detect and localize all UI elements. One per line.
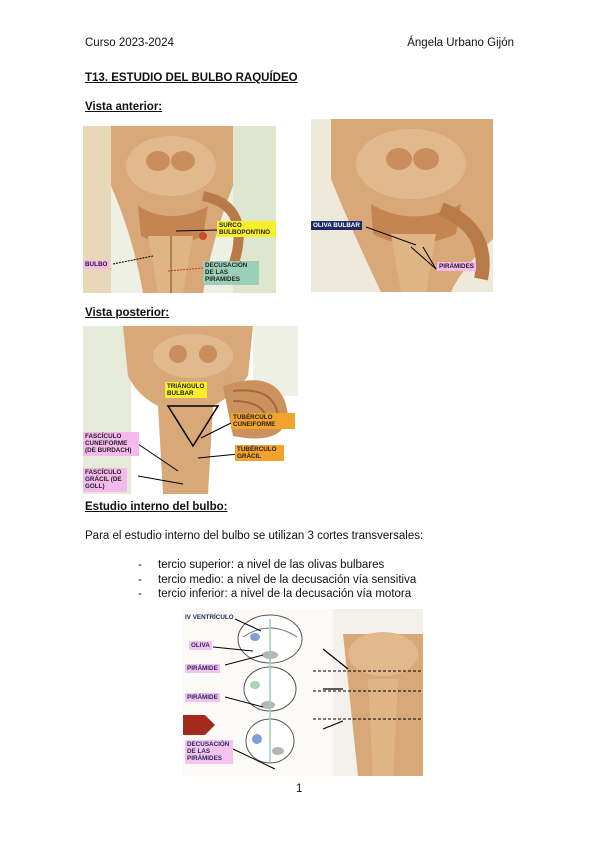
label-tuberculo-gracil: TUBÉRCULO GRÁCIL xyxy=(235,445,284,462)
bullet-text: tercio inferior: a nivel de la decusació… xyxy=(158,588,412,600)
figure-anterior-left: SURCO BULBOPONTINO BULBO DECUSACIÓN DE L… xyxy=(83,126,276,293)
document-title: T13. ESTUDIO DEL BULBO RAQUÍDEO xyxy=(85,72,298,84)
list-item: - tercio inferior: a nivel de la decusaci… xyxy=(138,587,416,602)
figure-posterior: TRIÁNGULO BULBAR TUBÉRCULO CUNEIFORME FA… xyxy=(83,326,298,494)
section-estudio-interno: Estudio interno del bulbo: xyxy=(85,501,228,513)
label-iv-ventriculo: IV VENTRÍCULO xyxy=(185,614,234,621)
bullet-text: tercio superior: a nivel de las olivas b… xyxy=(158,559,385,571)
cross-sections-illustration xyxy=(183,609,423,776)
brainstem-anterior-illustration xyxy=(83,126,276,293)
brainstem-olive-illustration xyxy=(311,119,493,292)
section-vista-posterior: Vista posterior: xyxy=(85,307,170,319)
list-item: - tercio superior: a nivel de las olivas … xyxy=(138,558,416,573)
bullet-marker: - xyxy=(138,559,142,571)
label-decusacion-piramides: DECUSACIÓN DE LAS PIRAMIDES xyxy=(203,261,259,285)
label-surco-bulbopontino: SURCO BULBOPONTINO xyxy=(217,221,276,238)
label-piramides: PIRÁMIDES xyxy=(437,262,476,272)
label-piramide-1: PIRÁMIDE xyxy=(185,664,220,674)
label-fasciculo-cuneiforme: FASCÍCULO CUNEIFORME (DE BURDACH) xyxy=(83,432,139,456)
figure-anterior-right: OLIVA BULBAR PIRÁMIDES xyxy=(311,119,493,292)
bullet-marker: - xyxy=(138,573,142,586)
label-tuberculo-cuneiforme: TUBÉRCULO CUNEIFORME xyxy=(231,413,295,430)
figure-cortes-transversales: IV VENTRÍCULO OLIVA PIRÁMIDE PIRÁMIDE DE… xyxy=(183,609,423,776)
bullet-text: tercio medio: a nivel de la decusación v… xyxy=(158,573,417,586)
label-piramide-2: PIRÁMIDE xyxy=(185,693,220,703)
list-item: - tercio medio: a nivel de la decusación … xyxy=(138,573,416,588)
label-oliva-bulbar: OLIVA BULBAR xyxy=(311,221,362,231)
page-number: 1 xyxy=(296,783,303,795)
label-fasciculo-gracil: FASCÍCULO GRÁCIL (DE GOLL) xyxy=(83,468,127,492)
header-course: Curso 2023-2024 xyxy=(85,37,174,49)
header-author: Ángela Urbano Gijón xyxy=(407,37,514,49)
label-oliva: OLIVA xyxy=(189,641,212,651)
label-decusacion-piramides-cortes: DECUSACIÓN DE LAS PIRÁMIDES xyxy=(185,740,233,764)
section-vista-anterior: Vista anterior: xyxy=(85,101,163,113)
paragraph-cortes: Para el estudio interno del bulbo se uti… xyxy=(85,530,424,542)
label-bulbo: BULBO xyxy=(83,260,110,270)
label-triangulo-bulbar: TRIÁNGULO BULBAR xyxy=(165,382,207,399)
bullet-marker: - xyxy=(138,588,142,600)
bullet-list: - tercio superior: a nivel de las olivas … xyxy=(138,558,416,602)
brainstem-posterior-illustration xyxy=(83,326,298,494)
